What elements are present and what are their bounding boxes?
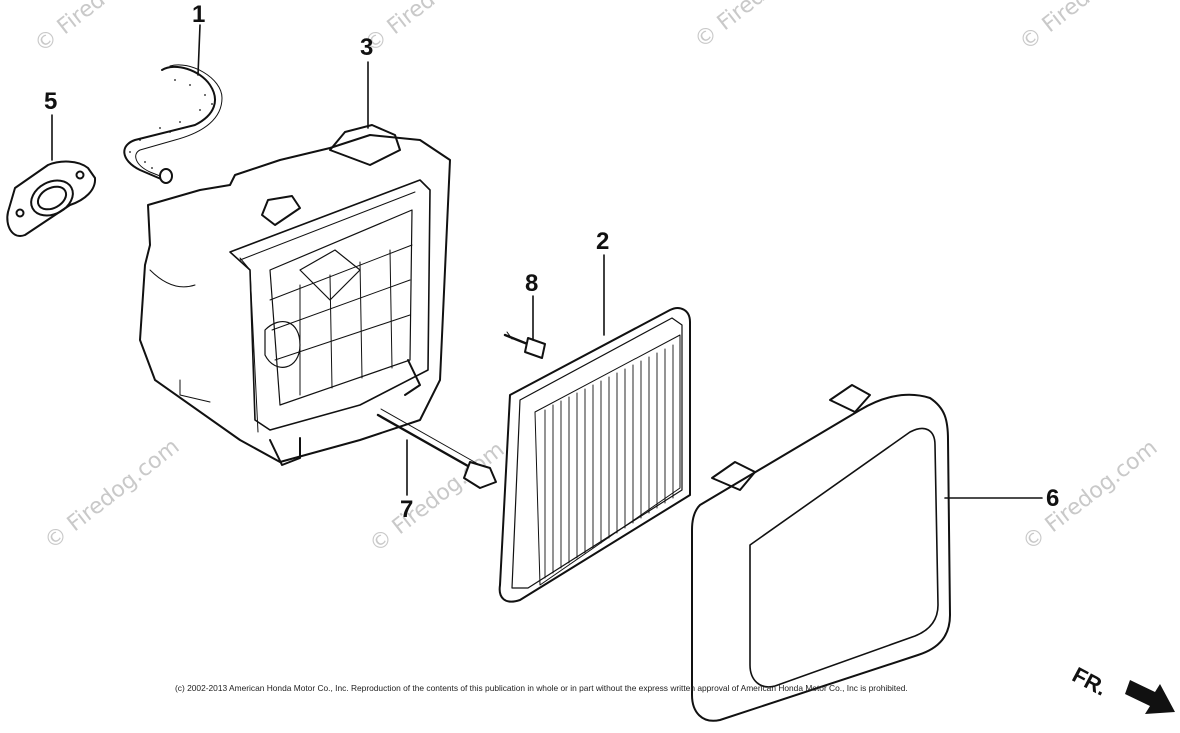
callout-8: 8	[525, 270, 539, 297]
breather-hose	[123, 64, 223, 184]
air-cleaner-case	[139, 124, 451, 466]
front-direction-arrow	[1125, 680, 1175, 714]
air-cleaner-cover	[691, 384, 951, 722]
gasket	[6, 160, 97, 237]
copyright-notice: (c) 2002-2013 American Honda Motor Co., …	[175, 683, 908, 693]
callout-7: 7	[400, 496, 414, 523]
flange-bolt-long	[376, 408, 497, 489]
callout-5: 5	[44, 88, 58, 115]
callout-1: 1	[192, 1, 206, 28]
leader-lines	[51, 24, 1043, 499]
filter-element	[498, 307, 691, 603]
callout-3: 3	[360, 34, 374, 61]
flange-bolt-small	[503, 331, 546, 359]
callout-2: 2	[596, 228, 610, 255]
callout-6: 6	[1046, 485, 1060, 512]
